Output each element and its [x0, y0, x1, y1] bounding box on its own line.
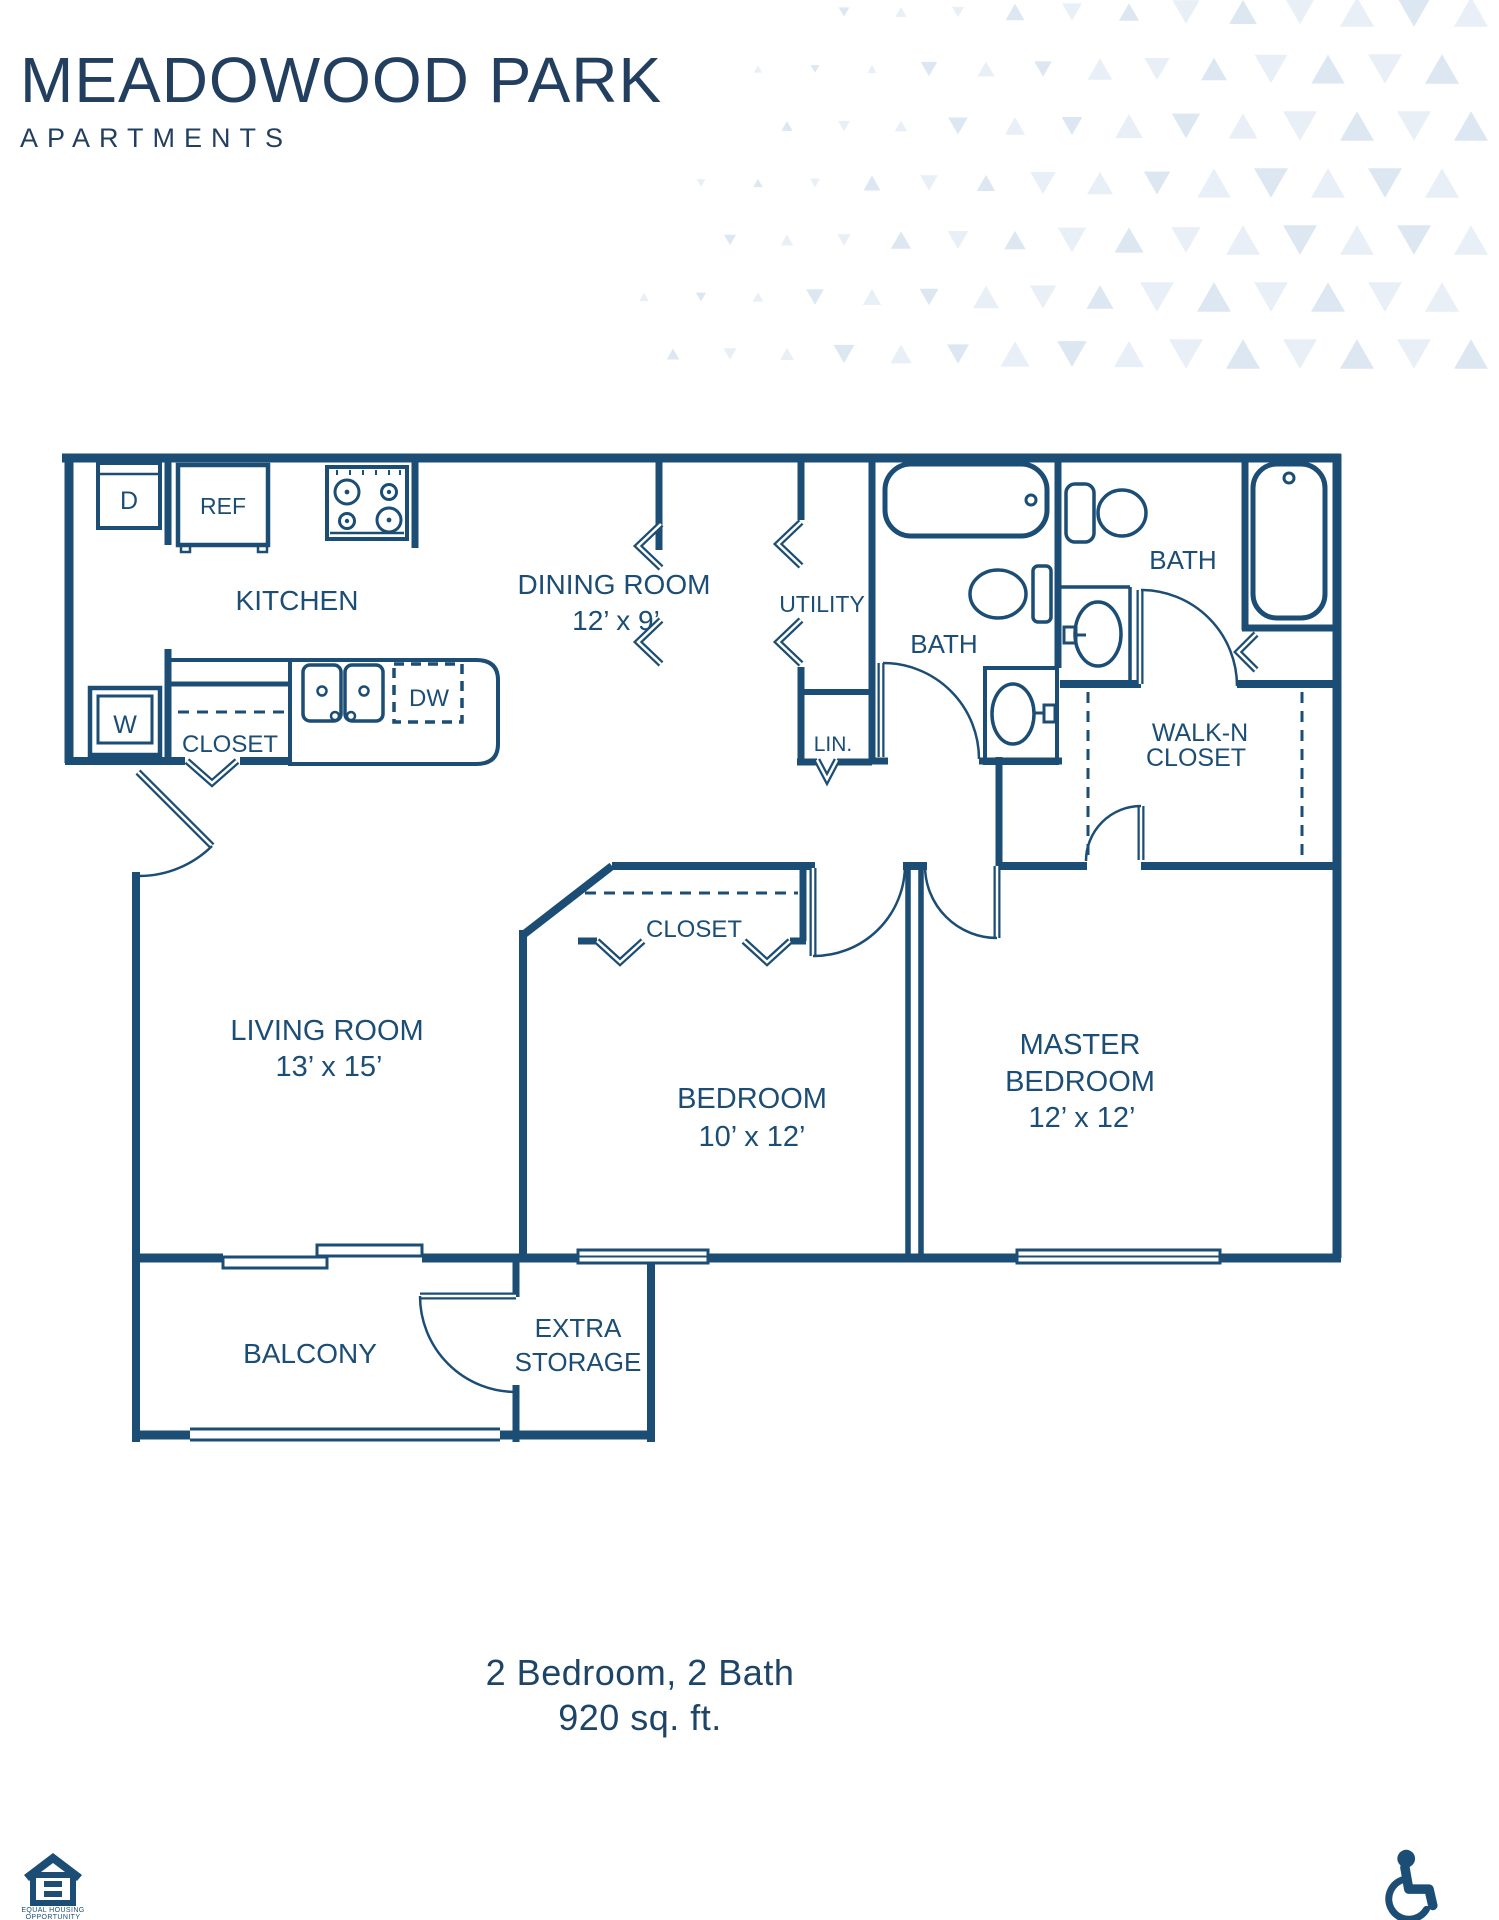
- sliding-door: [221, 1243, 424, 1270]
- windows: [221, 1243, 1222, 1270]
- summary-bed-bath: 2 Bedroom, 2 Bath: [485, 1652, 795, 1693]
- property-subtitle: APARTMENTS: [20, 123, 293, 153]
- bedroom-window: [576, 1248, 710, 1265]
- label-bath-master: BATH: [1149, 545, 1216, 575]
- label-storage-2: STORAGE: [515, 1347, 642, 1377]
- refrigerator-icon: [175, 462, 271, 554]
- label-living: LIVING ROOM: [230, 1015, 423, 1047]
- wheelchair-icon: [1385, 1849, 1438, 1920]
- toilet-master-icon: [1064, 482, 1148, 544]
- equal-housing-logo: EQUAL HOUSING OPPORTUNITY: [21, 1853, 84, 1920]
- vanity-sink-hall-icon: [983, 666, 1059, 765]
- vanity-sink-master-icon: [1062, 600, 1123, 668]
- doors: [135, 588, 1239, 1394]
- label-storage-1: EXTRA: [535, 1313, 622, 1343]
- hall-closet-bifold-icon: [184, 758, 240, 788]
- bath-fixtures: [882, 461, 1328, 765]
- label-dining-dims: 12’ x 9’: [572, 605, 660, 636]
- dryer-icon: [96, 461, 162, 530]
- equal-housing-text-1: EQUAL HOUSING: [21, 1907, 84, 1914]
- label-living-dims: 13’ x 15’: [276, 1051, 383, 1083]
- kitchen-counter: [168, 658, 500, 766]
- label-balcony: BALCONY: [243, 1338, 377, 1369]
- master-window: [1015, 1248, 1222, 1265]
- bedroom-closet-bifold-icon: [594, 938, 793, 967]
- bifold-doors: [184, 519, 1259, 967]
- toilet-hall-icon: [968, 564, 1053, 624]
- label-master-1: MASTER: [1020, 1029, 1141, 1061]
- kitchen-sink-icon: [301, 663, 385, 723]
- label-bedroom-dims: 10’ x 12’: [699, 1121, 806, 1153]
- label-dryer: D: [120, 487, 138, 515]
- label-utility: UTILITY: [779, 591, 865, 617]
- label-washer: W: [113, 711, 137, 739]
- label-dining: DINING ROOM: [518, 569, 711, 600]
- label-closet-hall: CLOSET: [182, 731, 278, 758]
- label-kitchen: KITCHEN: [236, 585, 359, 616]
- walls: [62, 453, 1342, 1442]
- label-master-2: BEDROOM: [1005, 1066, 1155, 1098]
- label-refrigerator: REF: [200, 493, 246, 519]
- equal-housing-text-2: OPPORTUNITY: [26, 1914, 81, 1920]
- brand-block: MEADOWOOD PARK APARTMENTS: [20, 48, 662, 152]
- label-linen: LIN.: [814, 733, 853, 756]
- summary-sqft: 920 sq. ft.: [558, 1697, 722, 1738]
- utility-bifold-icon: [632, 519, 804, 667]
- linen-bifold-icon: [813, 758, 841, 787]
- plan-summary: 2 Bedroom, 2 Bath 920 sq. ft.: [486, 1650, 795, 1740]
- label-bath-hall: BATH: [910, 629, 977, 659]
- label-master-dims: 12’ x 12’: [1029, 1102, 1136, 1134]
- bathtub-master-icon: [1250, 461, 1328, 621]
- dishwasher-icon: [392, 662, 464, 724]
- bathtub-hall-icon: [882, 461, 1050, 539]
- property-title: MEADOWOOD PARK: [20, 44, 663, 116]
- stove-icon: [325, 465, 409, 541]
- triangle-pattern: [639, 0, 1488, 369]
- room-labels: KITCHEN DINING ROOM 12’ x 9’ UTILITY LIN…: [113, 487, 1248, 1377]
- tub-corner-bifold-icon: [1233, 631, 1259, 673]
- label-closet-bedroom: CLOSET: [646, 916, 742, 943]
- washer-icon: [87, 685, 163, 758]
- label-dishwasher: DW: [409, 685, 449, 712]
- label-bedroom: BEDROOM: [677, 1083, 827, 1115]
- kitchen-fixtures: [87, 461, 500, 766]
- balcony-railing: [190, 1427, 500, 1442]
- label-walkin-2: CLOSET: [1146, 744, 1246, 772]
- equal-housing-icon: [24, 1853, 82, 1906]
- closet-rods: [178, 692, 1304, 895]
- label-walkin-1: WALK-N: [1152, 719, 1248, 747]
